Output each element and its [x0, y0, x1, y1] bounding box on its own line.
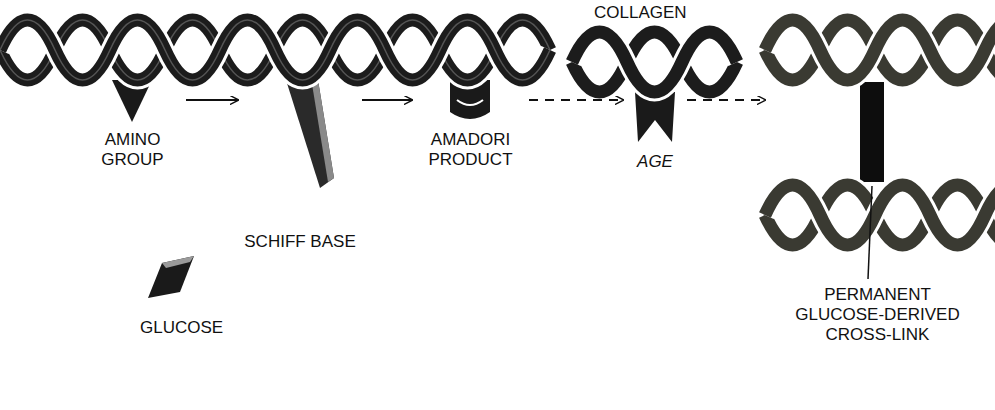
- part-label-text: GLUCOSE: [140, 318, 223, 338]
- stage-node: PERMANENT GLUCOSE-DERIVED CROSS-LINK: [765, 10, 990, 351]
- crosslinked-helix-top: [765, 20, 995, 80]
- cross-link-block: [860, 82, 884, 182]
- stage-node: AMADORI PRODUCT: [412, 60, 529, 176]
- reaction-arrow: [362, 99, 412, 101]
- part-label: GLUCOSE: [140, 318, 223, 338]
- reaction-arrow: [186, 99, 238, 101]
- stage-label: AMADORI PRODUCT: [418, 130, 523, 170]
- part-label: COLLAGEN: [594, 3, 687, 23]
- stage-node: AGE: [623, 60, 687, 178]
- stage-label: AGE: [637, 152, 673, 172]
- glucose-shape: [148, 256, 194, 298]
- leader-line: [868, 186, 872, 279]
- schiff-base-face: [312, 80, 334, 182]
- amadori-highlight: [457, 100, 483, 105]
- glucose-face: [162, 256, 194, 268]
- stage-label: PERMANENT GLUCOSE-DERIVED CROSS-LINK: [782, 285, 974, 345]
- collagen-fragment: [572, 32, 737, 92]
- collagen-helix: [0, 20, 550, 80]
- reaction-arrow: [687, 99, 765, 101]
- stage-label: AMINO GROUP: [85, 130, 180, 170]
- stage-node: AMINO GROUP: [79, 60, 186, 176]
- crosslinked-helix-bottom: [765, 185, 995, 245]
- stage-label: SCHIFF BASE: [244, 232, 355, 252]
- part-label-text: COLLAGEN: [594, 3, 687, 23]
- schiff-base-shape: [286, 80, 334, 188]
- reaction-arrow: [529, 99, 623, 101]
- stage-node: SCHIFF BASE: [238, 60, 362, 258]
